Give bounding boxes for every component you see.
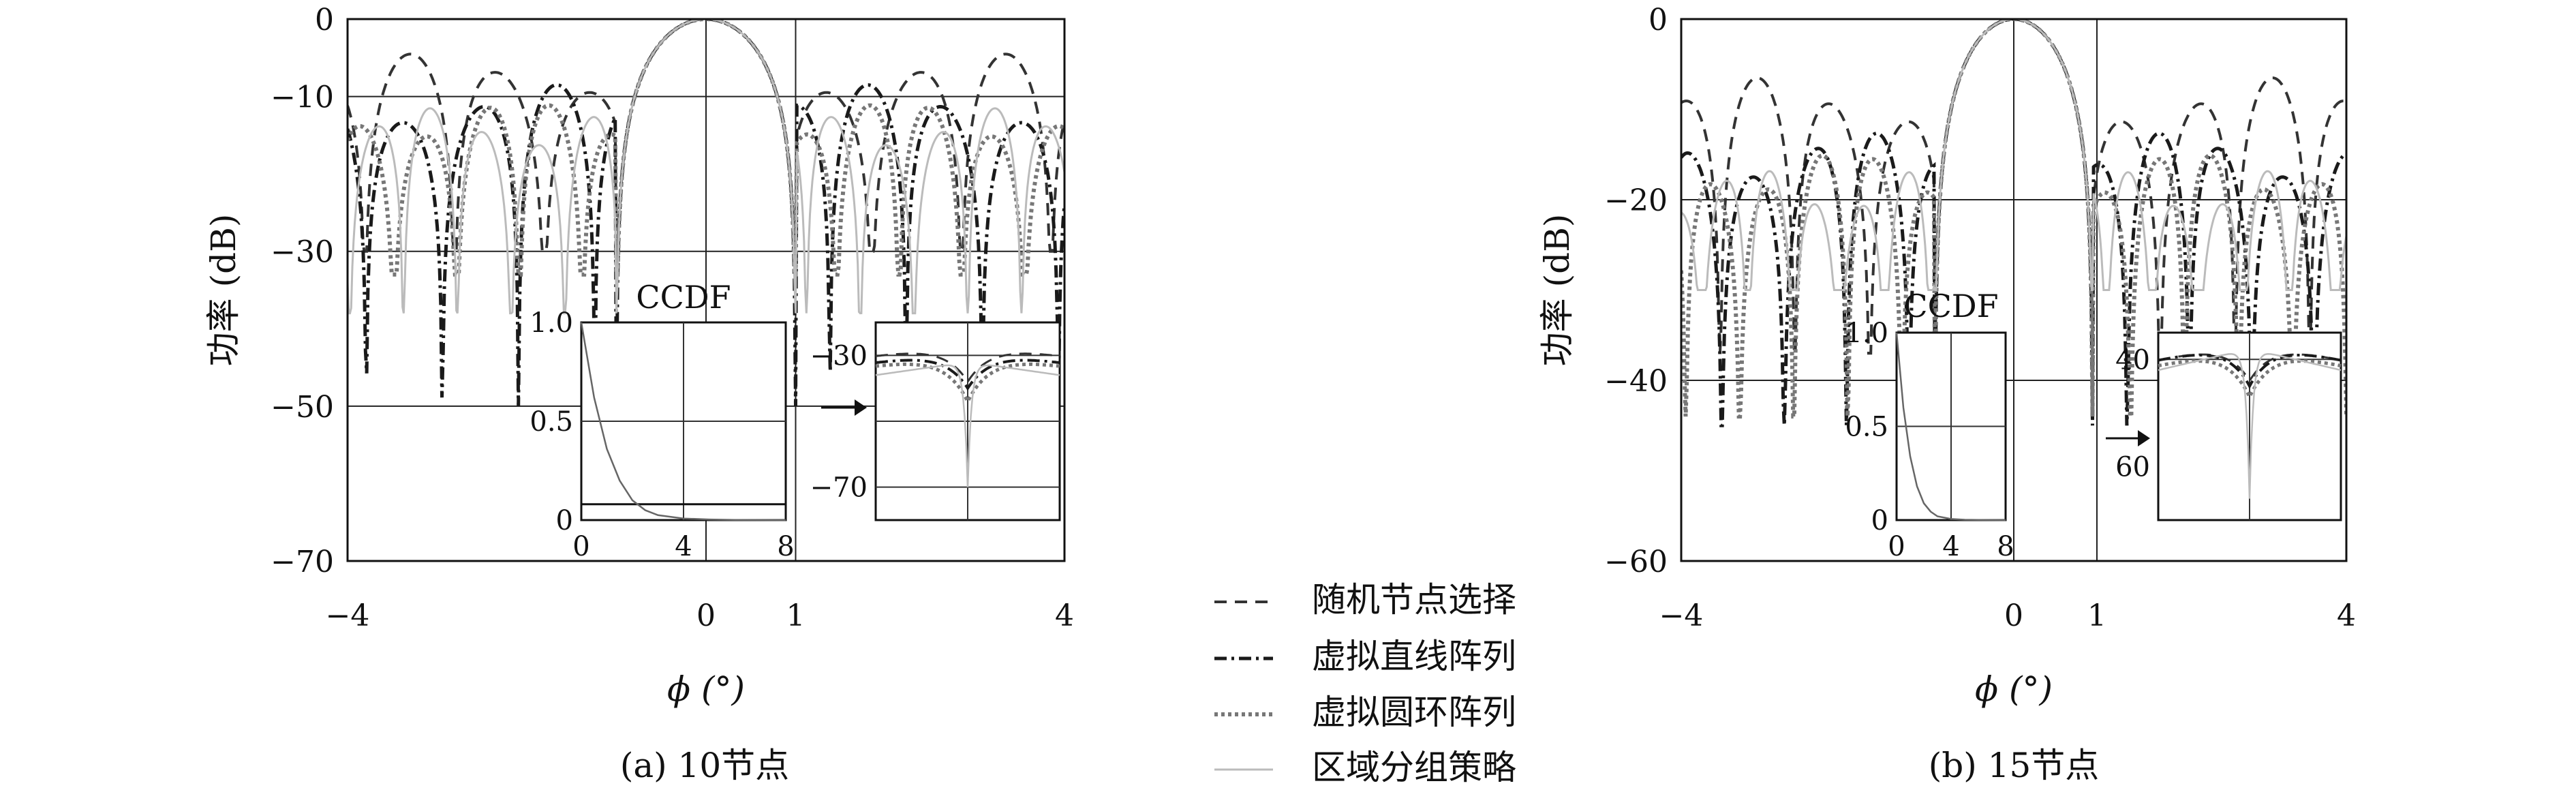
x-tick-label: −4	[1659, 598, 1704, 633]
legend-label-1: 虚拟直线阵列	[1312, 637, 1516, 676]
plot-frame	[1680, 18, 2348, 562]
chart-panel-0: 0 −10 −30 −50 −70 −4 0 1 4 ϕ (°) 功率 (dB) (a) 10节点 CC…	[204, 3, 1074, 785]
y-tick-label: −70	[271, 545, 334, 579]
y-tick-label: −50	[271, 390, 334, 425]
ccdf-y-tick-label: 1.0	[1845, 318, 1888, 349]
y-tick-label: −20	[1604, 183, 1668, 218]
ccdf-y-tick-label: 0	[556, 505, 573, 536]
x-tick-label: 0	[2004, 598, 2023, 633]
series-line-3	[1681, 19, 2346, 291]
ccdf-x-tick-label: 0	[572, 531, 589, 562]
zoom-curve-2	[875, 362, 1060, 406]
series-group	[348, 19, 1064, 406]
zoom-curve-3	[2158, 353, 2342, 499]
zoom-arrow-head	[855, 399, 867, 416]
zoom-y-tick-label: 40	[2115, 344, 2150, 376]
x-axis-label: ϕ (°)	[667, 669, 745, 709]
x-tick-label: 1	[786, 598, 806, 633]
y-axis-label: 功率 (dB)	[1537, 214, 1577, 367]
ccdf-curve	[580, 322, 786, 521]
zoom-curve-1	[875, 359, 1060, 391]
zoom-arrow-head	[2138, 430, 2150, 446]
zoom-y-tick-label: −30	[810, 340, 868, 371]
panel-caption: (b) 15节点	[1929, 746, 2100, 785]
x-tick-label: −4	[326, 598, 370, 633]
x-tick-label: 4	[1055, 598, 1074, 633]
zoom-curve-3	[875, 364, 1060, 487]
ccdf-title: CCDF	[636, 279, 731, 316]
y-tick-label: 0	[1649, 3, 1668, 37]
y-tick-label: −40	[1604, 364, 1668, 399]
ccdf-x-tick-label: 4	[1942, 531, 1959, 562]
x-tick-label: 4	[2337, 598, 2356, 633]
legend-label-2: 虚拟圆环阵列	[1312, 693, 1516, 732]
zoom-curve-1	[2158, 354, 2342, 389]
zoom-y-tick-label: −70	[810, 472, 868, 504]
series-line-1	[1681, 19, 2346, 427]
y-tick-label: −10	[271, 80, 334, 115]
y-tick-label: 0	[315, 3, 334, 37]
zoom-y-tick-label: 60	[2115, 451, 2150, 483]
ccdf-x-tick-label: 8	[777, 531, 794, 562]
panel-caption: (a) 10节点	[620, 746, 789, 785]
x-tick-label: 0	[696, 598, 716, 633]
x-axis-label: ϕ (°)	[1975, 669, 2053, 709]
ccdf-x-tick-label: 8	[1997, 531, 2014, 562]
series-line-1	[348, 19, 1064, 406]
series-line-2	[1681, 19, 2346, 419]
ccdf-x-tick-label: 0	[1888, 531, 1905, 562]
series-line-3	[348, 19, 1064, 315]
ccdf-title: CCDF	[1903, 288, 1998, 324]
ccdf-x-tick-label: 4	[675, 531, 692, 562]
y-tick-label: −60	[1604, 545, 1668, 579]
y-tick-label: −30	[271, 235, 334, 270]
legend-label-3: 区域分组策略	[1312, 748, 1516, 787]
plot-frame	[346, 18, 1066, 562]
ccdf-curve	[1895, 332, 2006, 521]
legend-label-0: 随机节点选择	[1312, 580, 1516, 620]
zoom-curve-0	[875, 352, 1060, 384]
ccdf-y-tick-label: 0	[1871, 505, 1888, 536]
series-line-0	[348, 19, 1064, 253]
ccdf-y-tick-label: 0.5	[530, 406, 573, 438]
x-tick-label: 1	[2087, 598, 2106, 633]
y-axis-label: 功率 (dB)	[204, 214, 243, 367]
ccdf-y-tick-label: 0.5	[1845, 412, 1888, 443]
ccdf-y-tick-label: 1.0	[530, 307, 573, 339]
